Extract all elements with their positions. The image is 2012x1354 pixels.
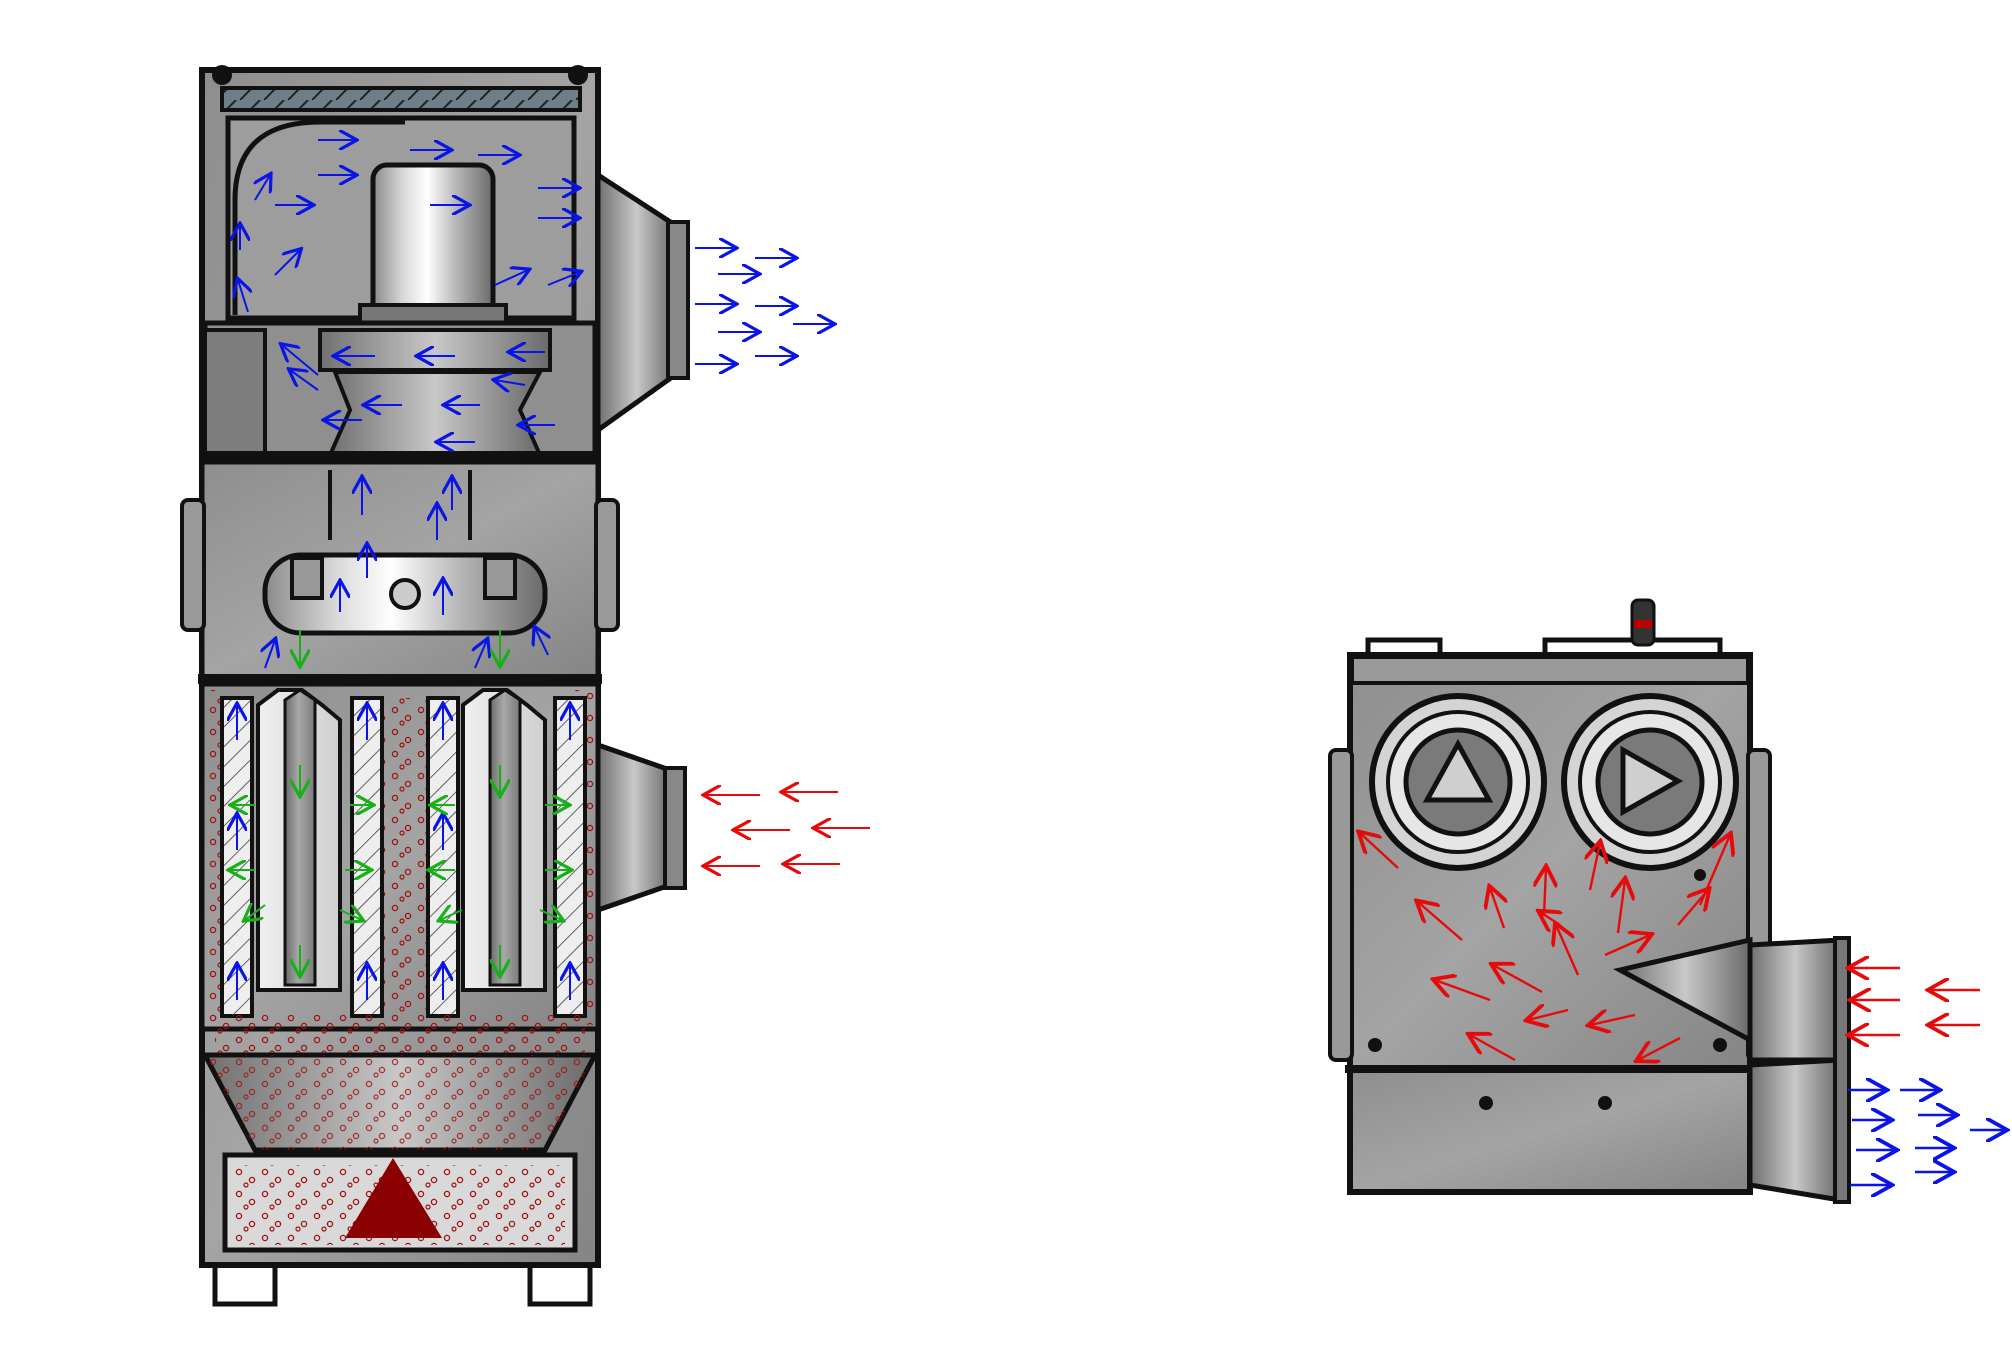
base-rail	[1345, 1065, 1755, 1073]
front-top-band	[1350, 655, 1750, 685]
impeller-cone	[326, 370, 544, 457]
dust-zone-left	[205, 690, 221, 1025]
section-divider-1	[200, 451, 600, 461]
dust-band	[215, 1015, 585, 1055]
front-outlet-arrows	[1848, 1090, 2005, 1185]
fan-chamber-arrows	[238, 140, 580, 313]
left-leg	[212, 1259, 278, 1307]
cartridge-2-core	[488, 688, 522, 987]
triangle-icon	[1422, 738, 1494, 803]
pulse-arrows	[230, 630, 570, 975]
fan-right	[1561, 693, 1739, 871]
tube-sheet	[198, 674, 602, 684]
motor	[370, 162, 496, 323]
impeller-top-band	[318, 328, 552, 372]
scroll-housing	[232, 119, 405, 315]
side-section-view	[180, 65, 690, 1307]
hopper-dust	[205, 1055, 595, 1150]
front-outlet-duct	[1747, 1057, 1843, 1203]
top-handle-left	[1365, 637, 1443, 660]
drain-bolt-right	[1598, 1096, 1612, 1110]
dirty-air-inlet-arrows	[705, 792, 870, 866]
right-access-door	[594, 498, 620, 632]
dirty-air-inlet-duct	[595, 741, 673, 914]
valve-left	[290, 556, 324, 600]
left-access-door	[180, 498, 206, 632]
clean-air-outlet-arrows	[695, 248, 833, 364]
front-duct-flange	[1833, 936, 1851, 1204]
top-bolt-left	[212, 65, 232, 85]
front-inlet-arrows	[1850, 968, 1980, 1035]
left-flow-arrows	[230, 140, 870, 1000]
front-left-door	[1328, 748, 1354, 1062]
front-lower-cabinet	[1347, 1066, 1753, 1195]
top-louver	[220, 86, 582, 112]
dust-gap-1	[384, 698, 426, 1016]
dust-pile	[345, 1158, 442, 1238]
clean-air-outlet-flange	[666, 220, 690, 380]
drain-bolt-left	[1479, 1096, 1493, 1110]
front-inlet-duct	[1747, 937, 1843, 1063]
pressure-gauge-indicator	[1634, 620, 1652, 628]
triangle-icon	[1620, 745, 1684, 817]
clean-air-outlet-duct	[595, 170, 678, 435]
dirty-air-inlet-flange	[663, 766, 687, 890]
top-bolt-right	[568, 65, 588, 85]
filter-up-arrows	[237, 705, 570, 1000]
impeller-wall	[203, 328, 267, 457]
right-leg	[527, 1259, 593, 1307]
internal-dirty-air-arrows	[1360, 833, 1730, 1060]
plenum-up-arrows	[265, 478, 548, 669]
front-view	[1328, 598, 1851, 1204]
cartridge-1-core	[283, 688, 317, 987]
manifold-port	[389, 578, 421, 610]
right-flow-arrows	[1360, 833, 2005, 1185]
impeller-arrows	[282, 345, 555, 442]
valve-right	[483, 556, 517, 600]
fan-left	[1369, 693, 1547, 871]
